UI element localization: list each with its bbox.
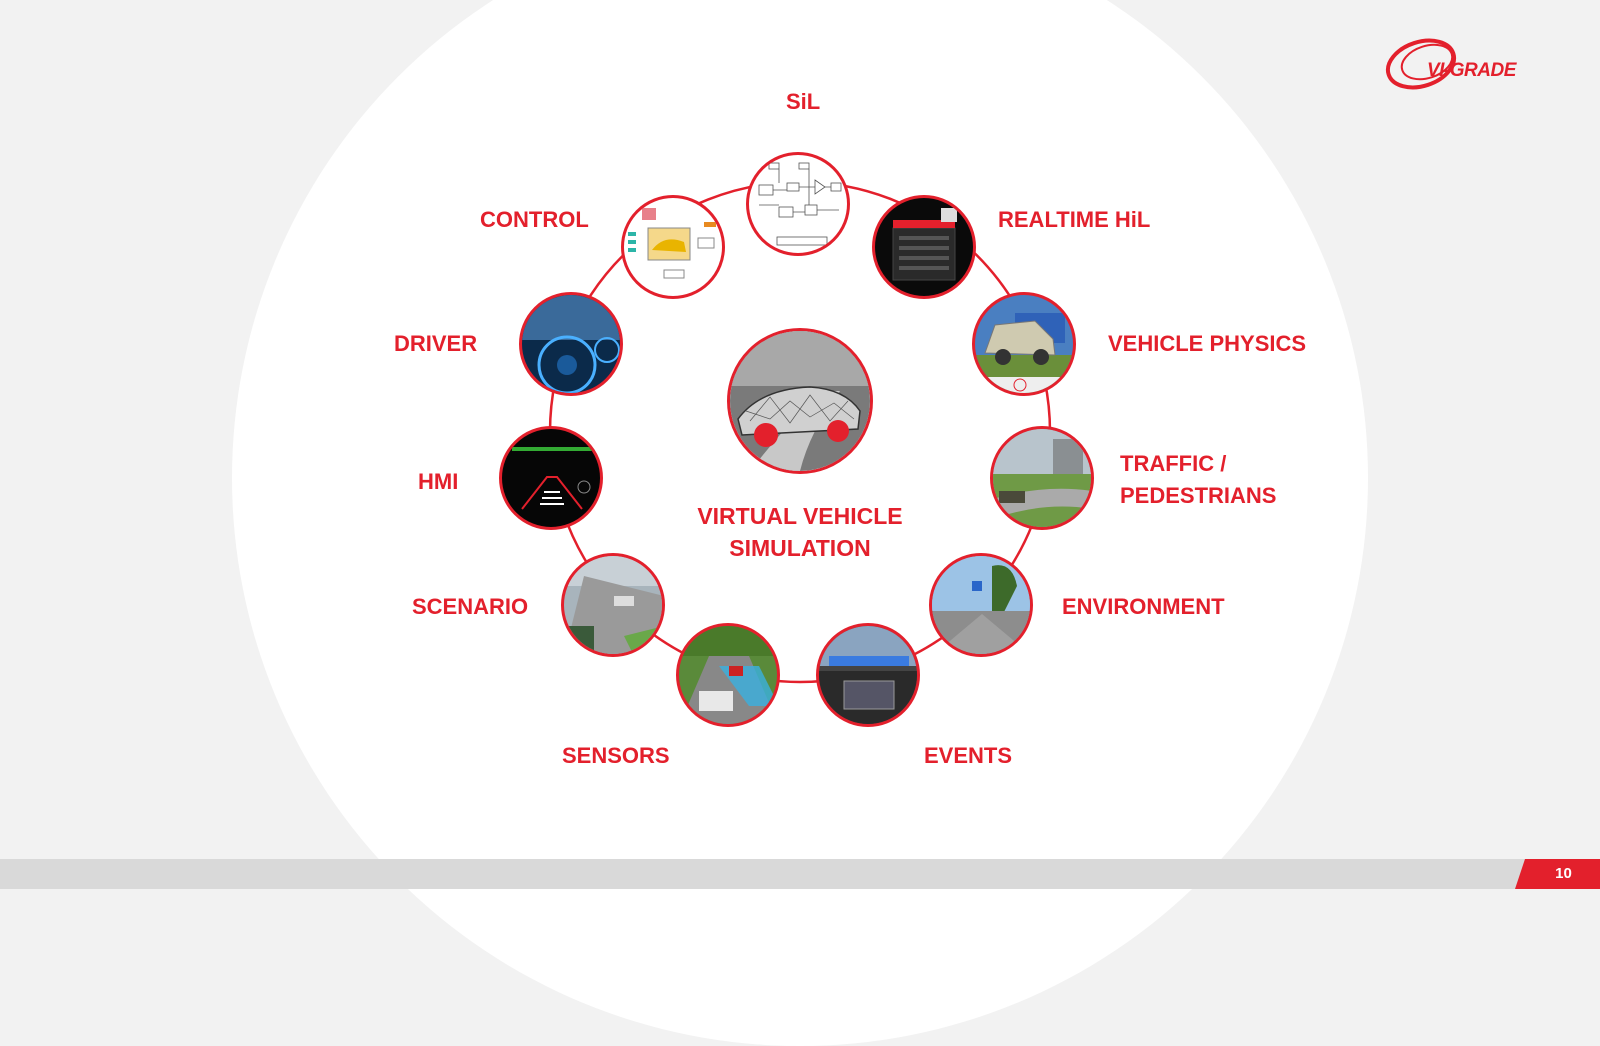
- label-realtime-hil: REALTIME HiL: [998, 207, 1151, 232]
- page-number-badge: 10: [1515, 859, 1600, 889]
- label-environment: ENVIRONMENT: [1062, 594, 1225, 619]
- center-label-line2: SIMULATION: [729, 535, 871, 561]
- footer-bar: [0, 859, 1600, 889]
- node-events-image: [816, 623, 920, 727]
- node-realtime-hil-image: [872, 195, 976, 299]
- label-driver: DRIVER: [394, 331, 478, 356]
- node-sensors-image: [676, 623, 780, 727]
- label-sil: SiL: [786, 89, 821, 114]
- vi-grade-logo: VI-GRADE: [1383, 32, 1563, 92]
- label-vehicle-physics: VEHICLE PHYSICS: [1108, 331, 1307, 356]
- logo-text: VI-GRADE: [1427, 60, 1516, 81]
- node-sil-image: [746, 152, 850, 256]
- node-traffic-image: [990, 426, 1094, 530]
- label-scenario: SCENARIO: [412, 594, 529, 619]
- label-hmi: HMI: [418, 469, 459, 494]
- node-hmi-image: [499, 426, 603, 530]
- node-scenario-image: [561, 553, 665, 657]
- label-sensors: SENSORS: [562, 743, 670, 768]
- label-traffic-line1: TRAFFIC /: [1120, 451, 1227, 476]
- center-virtual-vehicle-image: [727, 328, 873, 474]
- label-control: CONTROL: [480, 207, 589, 232]
- label-events: EVENTS: [924, 743, 1013, 768]
- node-vehicle-physics-image: [972, 292, 1076, 396]
- node-driver-image: [519, 292, 623, 396]
- logo-swoosh-icon: [1385, 38, 1457, 90]
- center-label: VIRTUAL VEHICLE SIMULATION: [650, 500, 950, 564]
- node-control-image: [621, 195, 725, 299]
- page-number: 10: [1555, 865, 1572, 882]
- label-traffic-line2: PEDESTRIANS: [1120, 483, 1277, 508]
- center-label-line1: VIRTUAL VEHICLE: [697, 503, 903, 529]
- node-environment-image: [929, 553, 1033, 657]
